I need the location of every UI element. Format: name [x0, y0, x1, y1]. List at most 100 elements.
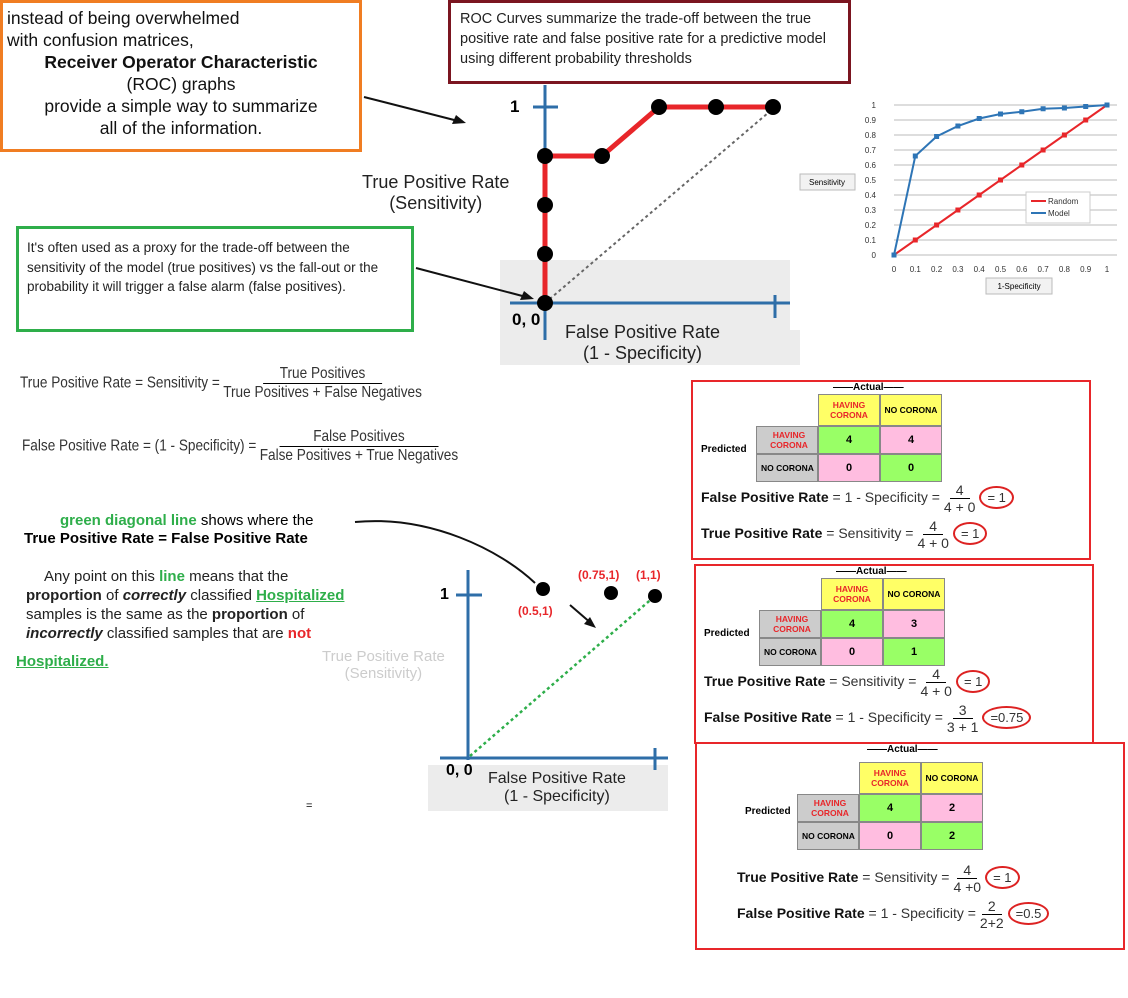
data-point	[1083, 117, 1089, 123]
x-label: False Positive Rate	[565, 322, 721, 342]
result-circle: = 1	[985, 866, 1020, 890]
y-tick-label: 0.2	[865, 221, 877, 230]
label: True Positive Rate	[737, 869, 859, 886]
y-tick-label: 0.3	[865, 206, 877, 215]
t: of	[287, 606, 305, 623]
tpr-formula: True Positive Rate = Sensitivity =True P…	[20, 365, 425, 402]
row-no: NO CORONA	[797, 822, 859, 850]
data-point	[912, 237, 918, 243]
legend	[1025, 191, 1091, 224]
numerator: 4	[957, 862, 978, 879]
x-tick-label: 0.4	[974, 265, 986, 274]
result-circle: = 1	[979, 486, 1014, 510]
diag-one-label: 1	[440, 586, 449, 603]
denominator: 3 + 1	[946, 719, 979, 735]
roc-point	[594, 148, 610, 164]
y-tick-label: 0.7	[865, 146, 877, 155]
fp-cell: 3	[883, 610, 945, 638]
fn-cell: 0	[818, 454, 880, 482]
data-point	[912, 153, 918, 159]
t: incorrectly	[26, 625, 103, 642]
roc-one-label: 1	[510, 97, 520, 116]
data-point	[1019, 162, 1025, 168]
point-label: (1,1)	[636, 568, 661, 582]
label: True Positive Rate	[704, 673, 826, 690]
mid: = 1 - Specificity =	[831, 709, 943, 726]
roc-main-bg	[500, 260, 800, 365]
x-axis-title: 1-Specificity	[997, 282, 1040, 291]
y-tick-label: 0.4	[865, 191, 877, 200]
y-tick-label: 0.6	[865, 161, 877, 170]
data-point	[1019, 109, 1025, 115]
arrowhead	[520, 291, 534, 300]
t: classified	[186, 587, 257, 604]
roc-point	[708, 99, 724, 115]
denominator: 4 + 0	[920, 683, 952, 699]
fpr-equation: False Positive Rate = 1 - Specificity =2…	[737, 898, 1050, 931]
x-tick-label: 0.7	[1038, 265, 1050, 274]
point	[648, 589, 662, 603]
result-circle: =0.75	[982, 706, 1032, 730]
x-label: False Positive Rate	[488, 770, 626, 787]
diag-origin: 0, 0	[446, 762, 473, 779]
denominator: True Positives + False Negatives	[223, 384, 422, 401]
fn-cell: 0	[859, 822, 921, 850]
stray-equals: =	[306, 800, 313, 812]
denominator: 4 +0	[953, 879, 982, 895]
header-having: HAVING CORONA	[821, 578, 883, 610]
data-point	[934, 222, 940, 228]
intro-line: all of the information.	[99, 118, 263, 138]
denominator: 4 + 0	[917, 535, 949, 551]
hospitalized-link[interactable]: Hospitalized	[256, 587, 345, 604]
data-point	[891, 252, 897, 258]
intro-line: with confusion matrices,	[7, 30, 194, 50]
text: shows where the	[196, 512, 314, 529]
diag-paragraph: Any point on this line means that the pr…	[26, 567, 406, 643]
result-circle: = 1	[955, 670, 991, 694]
numerator: True Positives	[262, 365, 383, 384]
y-tick-label: 1	[872, 101, 877, 110]
t: line	[159, 568, 185, 585]
t: not	[287, 625, 312, 642]
t: means that the	[184, 568, 289, 585]
fn-cell: 0	[821, 638, 883, 666]
t: classified samples that are	[102, 625, 288, 642]
data-point	[998, 177, 1003, 183]
x-tick-label: 0.2	[931, 265, 943, 274]
x-axis-title-box	[985, 277, 1053, 295]
t: proportion	[26, 587, 102, 604]
y-tick-label: 0.5	[865, 176, 877, 185]
row-having: HAVING CORONA	[759, 610, 821, 638]
green-text: green diagonal line	[60, 512, 197, 529]
mid: = 1 - Specificity =	[828, 489, 940, 506]
data-point	[1061, 105, 1067, 111]
arrow	[415, 267, 531, 299]
x-tick-label: 1	[1105, 265, 1110, 274]
t: samples is the same as the	[26, 606, 212, 623]
actual-label: ——Actual——	[867, 744, 938, 755]
x-tick-label: 0.3	[952, 265, 964, 274]
intro-line: provide a simple way to summarize	[44, 96, 318, 116]
tpr-lhs: True Positive Rate = Sensitivity =	[20, 374, 220, 392]
hospitalized-link[interactable]: Hospitalized.	[16, 653, 109, 670]
denominator: 2+2	[979, 915, 1004, 931]
arrowhead	[584, 617, 596, 628]
t: of	[101, 587, 123, 604]
roc-point	[651, 99, 667, 115]
data-point	[934, 134, 940, 139]
diag-line1: green diagonal line shows where the	[60, 512, 313, 529]
tp-cell: 4	[818, 426, 880, 454]
intro-line: Receiver Operator Characteristic	[44, 52, 318, 72]
mid: = Sensitivity =	[858, 869, 950, 886]
